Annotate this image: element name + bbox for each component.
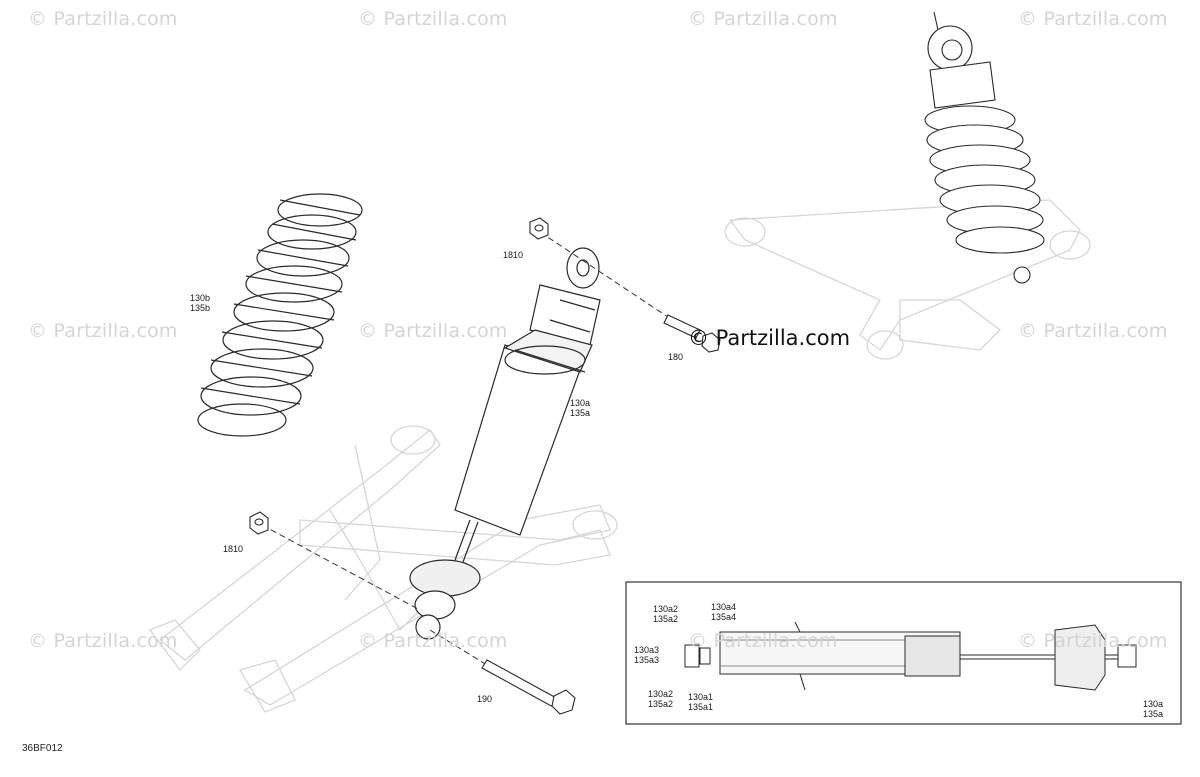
inset-callout[interactable]: 130a3 135a3 [634, 645, 659, 665]
hardware [249, 217, 721, 715]
inset-callout[interactable]: 130a 135a [1143, 699, 1163, 719]
callout-label: 130a [1143, 699, 1164, 709]
callout-label: 130a2 [648, 689, 674, 699]
callout-label: 130a [570, 398, 591, 408]
callout-label: 135a [570, 408, 591, 418]
callout-label: 135a3 [634, 655, 660, 665]
callout-label: 130b [190, 293, 211, 303]
callout-label: 130a4 [711, 602, 737, 612]
brand-watermark: © Partzilla.com [688, 326, 851, 350]
watermark: © Partzilla.com [358, 8, 508, 30]
watermark: © Partzilla.com [28, 320, 178, 342]
callout-shock[interactable]: 130a 135a [570, 398, 590, 418]
callout-top-nut[interactable]: 1810 [503, 250, 523, 260]
callout-label: 1810 [503, 250, 524, 260]
leader-lines [261, 231, 681, 671]
callout-label: 135b [190, 303, 211, 313]
diagram-code: 36BF012 [22, 743, 63, 754]
watermark: © Partzilla.com [358, 630, 508, 652]
watermark: © Partzilla.com [688, 8, 838, 30]
watermark: © Partzilla.com [358, 320, 508, 342]
callout-label: 190 [477, 694, 493, 704]
watermark: © Partzilla.com [28, 630, 178, 652]
callout-label: 130a2 [653, 604, 679, 614]
callout-label: 1810 [223, 544, 244, 554]
callout-label: 135a [1143, 709, 1164, 719]
watermark: © Partzilla.com [28, 8, 178, 30]
callout-label: 135a4 [711, 612, 737, 622]
callout-label: 135a1 [688, 702, 714, 712]
callout-label: 135a2 [648, 699, 674, 709]
shock-with-spring [924, 11, 1045, 284]
swingarm-main [148, 425, 618, 713]
spring [197, 193, 363, 437]
swingarm-right [724, 199, 1091, 360]
callout-label: 135a2 [653, 614, 679, 624]
watermark: © Partzilla.com [688, 630, 838, 652]
callout-lower-nut[interactable]: 1810 [223, 544, 243, 554]
callout-spring[interactable]: 130b 135b [190, 293, 210, 313]
callout-label: 180 [668, 352, 684, 362]
watermark: © Partzilla.com [1018, 630, 1168, 652]
callout-label: 130a1 [688, 692, 714, 702]
callout-label: 130a3 [634, 645, 660, 655]
inset-callout[interactable]: 130a4 135a4 [711, 602, 736, 622]
detail-inset [625, 581, 1182, 725]
inset-callout[interactable]: 130a2 135a2 [653, 604, 678, 624]
watermark: © Partzilla.com [1018, 8, 1168, 30]
watermark: © Partzilla.com [1018, 320, 1168, 342]
shock-absorber [409, 247, 601, 640]
inset-callout[interactable]: 130a2 135a2 [648, 689, 673, 709]
callout-lower-bolt[interactable]: 190 [477, 694, 492, 704]
callout-upper-bolt[interactable]: 180 [668, 352, 683, 362]
inset-callout[interactable]: 130a1 135a1 [688, 692, 713, 712]
